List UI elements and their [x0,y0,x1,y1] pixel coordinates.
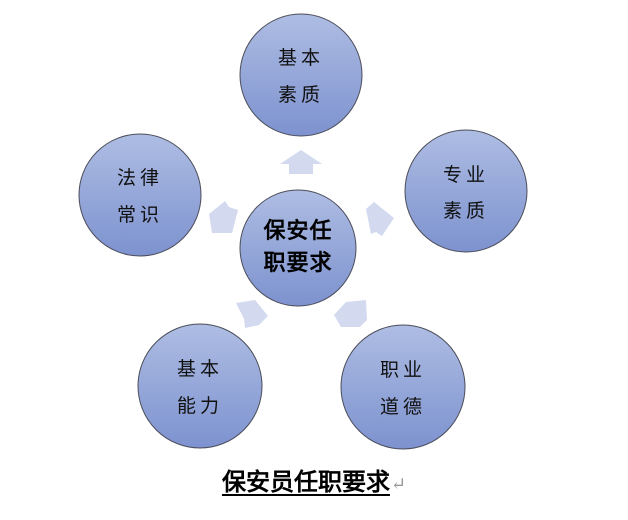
node-bottom-left-line1: 基本 [177,358,223,380]
arrow-down-right-icon [334,300,367,327]
node-left: 法律 常识 [78,133,202,257]
arrow-right-icon [366,202,394,236]
node-center: 保安任 职要求 [239,189,357,307]
node-bottom-right-line1: 职业 [380,359,426,381]
node-bottom-right-line2: 道德 [380,396,426,418]
arrow-left-icon [209,201,238,233]
node-left-line1: 法律 [117,167,163,189]
node-left-line2: 常识 [117,204,163,226]
node-center-line2: 职要求 [263,250,332,276]
paragraph-mark-icon: ↵ [390,474,407,495]
arrows [209,150,394,328]
arrow-up-icon [280,150,322,174]
node-right: 专业 素质 [404,129,528,253]
arrow-down-left-icon [236,300,268,328]
diagram-caption: 保安员任职要求↵ [0,462,628,497]
node-bottom-right: 职业 道德 [340,324,466,450]
node-top-line1: 基本 [278,47,324,69]
node-bottom-left: 基本 能力 [137,323,263,449]
node-right-line2: 素质 [443,200,489,222]
node-top-line2: 素质 [278,84,324,106]
caption-text: 保安员任职要求 [221,467,390,496]
node-top: 基本 素质 [239,13,363,137]
node-right-line1: 专业 [443,164,489,186]
node-center-line1: 保安任 [262,218,332,244]
node-bottom-left-line2: 能力 [177,395,223,417]
radial-diagram: 基本 素质 专业 素质 职业 道德 基本 能力 法律 常识 保安任 职要求 [78,13,528,450]
